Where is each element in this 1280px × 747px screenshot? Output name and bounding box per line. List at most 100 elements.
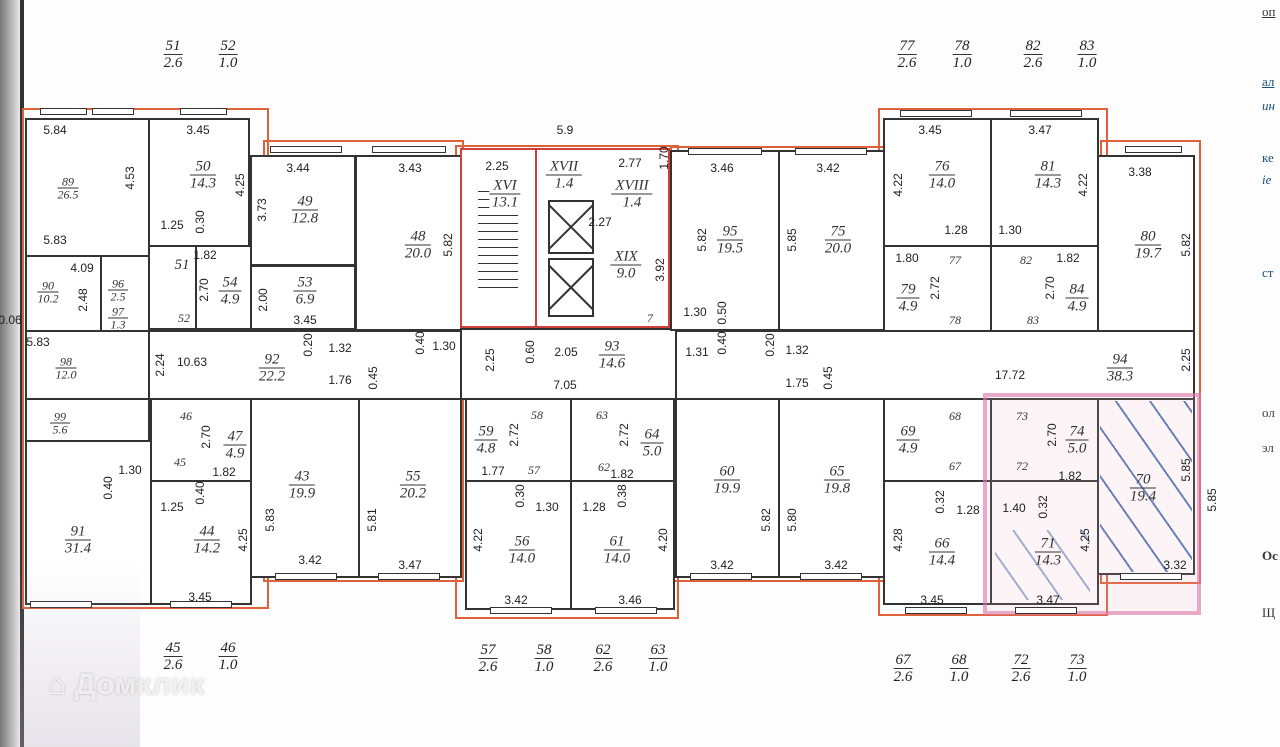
dimension-label: 1.82 [193, 248, 217, 262]
dimension-label: 0.30 [193, 210, 207, 234]
dimension-label: 5.82 [1179, 233, 1193, 257]
dimension-label: 5.85 [785, 228, 799, 252]
dimension-label: 5.9 [556, 123, 574, 137]
window [372, 146, 446, 153]
dimension-label: 2.70 [199, 425, 213, 449]
dimension-label: 4.25 [233, 173, 247, 197]
dimension-label: 2.27 [588, 215, 612, 229]
dimension-label: 0.20 [301, 333, 315, 357]
room-54 [195, 245, 252, 330]
small-room-number: 82 [1020, 253, 1032, 267]
dimension-label: 4.28 [891, 528, 905, 552]
dimension-label: 3.42 [504, 593, 528, 607]
dimension-label: 1.82 [1056, 251, 1080, 265]
dimension-label: 1.82 [610, 467, 634, 481]
small-room-number: 77 [949, 253, 961, 267]
small-room-number: 68 [949, 409, 961, 423]
dimension-label: 5.81 [365, 508, 379, 532]
dimension-label: 1.30 [683, 305, 707, 319]
dimension-label: 1.25 [160, 218, 184, 232]
window [275, 573, 337, 580]
small-room-number: 72 [1016, 459, 1028, 473]
dimension-label: 0.20 [763, 333, 777, 357]
dimension-label: 1.30 [432, 339, 456, 353]
dimension-label: 2.70 [1045, 423, 1059, 447]
scan-shading [20, 560, 140, 747]
room-79-77-78 [883, 245, 992, 332]
legend-fragment: оп [1262, 4, 1276, 19]
dimension-label: 0.45 [366, 366, 380, 390]
elevator-icon [548, 258, 594, 317]
dimension-label: 0.32 [1036, 495, 1050, 519]
dimension-label: 1.75 [785, 376, 809, 390]
dimension-label: 3.45 [186, 123, 210, 137]
small-room-number: 57 [528, 463, 540, 477]
dimension-label: 3.45 [188, 590, 212, 604]
dimension-label: 2.77 [618, 156, 642, 170]
legend-fragment: эл [1262, 440, 1274, 455]
window [800, 573, 862, 580]
dimension-label: 1.80 [895, 251, 919, 265]
window [900, 110, 972, 117]
dimension-label: 1.25 [160, 500, 184, 514]
dimension-label: 0.40 [101, 476, 115, 500]
dimension-label: 2.70 [1043, 276, 1057, 300]
dimension-label: 3.47 [1036, 593, 1060, 607]
dimension-label: 2.72 [928, 276, 942, 300]
room-53 [250, 265, 356, 330]
small-room-number: 83 [1027, 313, 1039, 327]
legend-fragment: ин [1262, 98, 1275, 113]
dimension-label: 3.44 [286, 161, 310, 175]
window [1010, 110, 1082, 117]
dimension-label: 0.40 [715, 331, 729, 355]
elevator-icon [548, 200, 594, 254]
room-89 [25, 118, 150, 257]
dimension-label: 3.38 [1128, 165, 1152, 179]
dimension-label: 3.45 [293, 313, 317, 327]
dimension-label: 3.43 [398, 161, 422, 175]
dimension-label: 4.22 [891, 173, 905, 197]
hatch-room-70 [1100, 401, 1192, 572]
dimension-label: 2.25 [1179, 348, 1193, 372]
dimension-label: 5.85 [1205, 488, 1219, 512]
legend-fragment: ол [1262, 405, 1275, 420]
watermark-text: Домклик [74, 668, 205, 701]
dimension-label: 5.82 [695, 228, 709, 252]
window [690, 573, 752, 580]
small-room-number: 78 [949, 313, 961, 327]
dimension-label: 5.83 [43, 233, 67, 247]
room-66 [883, 480, 992, 605]
dimension-label: 1.28 [956, 503, 980, 517]
window [490, 607, 552, 614]
small-room-number: 73 [1016, 409, 1028, 423]
dimension-label: 3.92 [653, 258, 667, 282]
